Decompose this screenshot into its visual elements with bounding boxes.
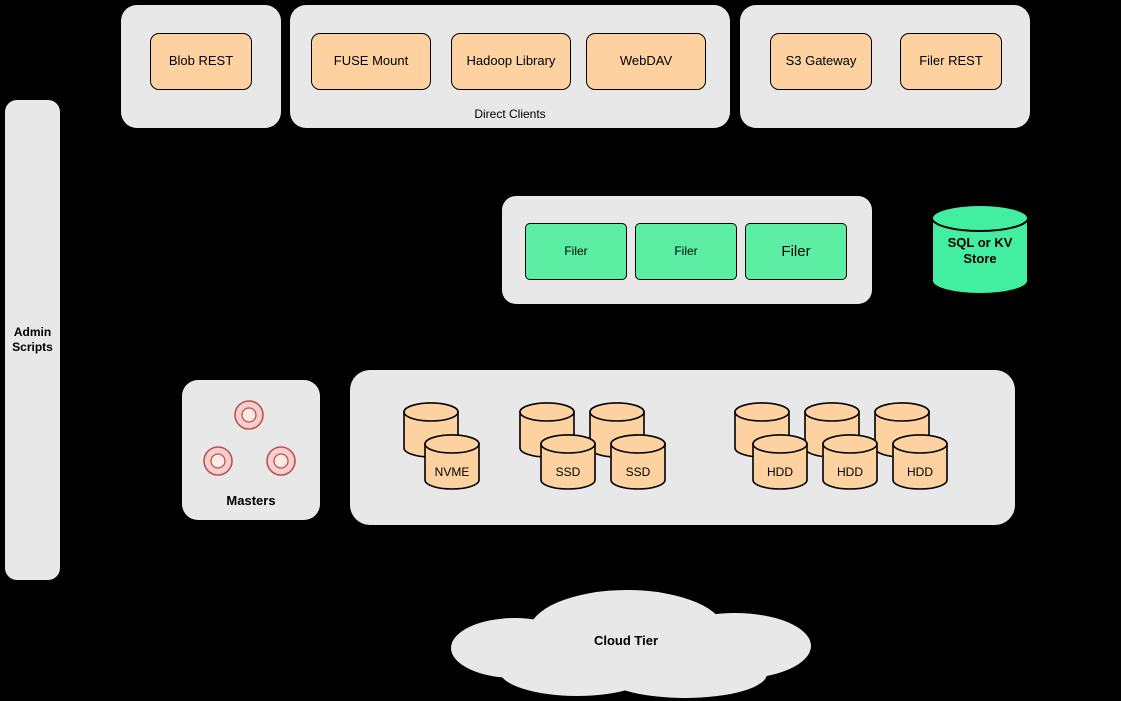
hdd-disk-1-label: HDD: [767, 465, 793, 479]
ssd-disk-2-label: SSD: [626, 465, 651, 479]
metadata-store: SQL or KV Store: [930, 203, 1030, 296]
node-filer-2: Filer: [635, 223, 737, 280]
blob-client-group: Blob REST: [121, 5, 281, 128]
ssd-disk-1-label: SSD: [556, 465, 581, 479]
direct-clients-caption: Direct Clients: [474, 107, 546, 121]
master-nodes-icon: [203, 400, 296, 476]
hdd-disk-3-label: HDD: [907, 465, 933, 479]
hdd-disk-2-icon: HDD: [822, 434, 878, 490]
filer-2-label: Filer: [674, 243, 698, 258]
masters-group: Masters: [182, 380, 320, 520]
direct-clients-group: FUSE Mount Hadoop Library WebDAV Direct …: [290, 5, 730, 128]
node-fuse-mount: FUSE Mount: [311, 33, 431, 90]
cloud-tier: Cloud Tier: [437, 588, 815, 700]
filer-1-label: Filer: [564, 243, 588, 258]
master-node-left-core: [210, 453, 226, 469]
cylinder-top: [403, 402, 459, 422]
cylinder-top: [540, 434, 596, 454]
node-filer-rest: Filer REST: [900, 33, 1002, 90]
admin-scripts-panel: Admin Scripts: [5, 100, 60, 580]
blob-rest-label: Blob REST: [168, 53, 234, 69]
cylinder-top: [734, 402, 790, 422]
node-webdav: WebDAV: [586, 33, 706, 90]
cylinder-top: [519, 402, 575, 422]
cylinder-top: [874, 402, 930, 422]
cloud-icon: [451, 590, 811, 698]
master-node-right-core: [273, 453, 289, 469]
node-blob-rest: Blob REST: [150, 33, 252, 90]
master-node-top-core: [241, 407, 257, 423]
gateway-group: S3 Gateway Filer REST: [740, 5, 1030, 128]
cylinder-top: [589, 402, 645, 422]
filer-group: Filer Filer Filer: [502, 196, 872, 304]
ssd-disk-2-icon: SSD: [610, 434, 666, 490]
hdd-disk-3-icon: HDD: [892, 434, 948, 490]
node-filer-1: Filer: [525, 223, 627, 280]
database-cylinder-icon: [931, 204, 1029, 295]
filer-rest-label: Filer REST: [919, 53, 983, 69]
s3-gateway-label: S3 Gateway: [785, 53, 857, 69]
nvme-disk-icon: NVME: [424, 434, 480, 490]
cylinder-top: [892, 434, 948, 454]
hdd-disk-2-label: HDD: [837, 465, 863, 479]
cylinder-top: [424, 434, 480, 454]
webdav-label: WebDAV: [619, 53, 673, 69]
fuse-mount-label: FUSE Mount: [333, 53, 409, 69]
admin-scripts-label: Admin Scripts: [12, 325, 53, 354]
volume-servers-group: NVME SSD SSD HDD HDD HDD: [350, 370, 1015, 525]
cloud-bump-bottom-right: [603, 650, 767, 698]
cloud-tier-label: Cloud Tier: [593, 633, 659, 648]
node-filer-3: Filer: [745, 223, 847, 280]
filer-3-label: Filer: [781, 242, 811, 260]
cylinder-top: [822, 434, 878, 454]
cylinder-top: [804, 402, 860, 422]
cylinder-top: [931, 204, 1029, 232]
hdd-disk-1-icon: HDD: [752, 434, 808, 490]
cylinder-top: [752, 434, 808, 454]
hadoop-library-label: Hadoop Library: [466, 53, 556, 69]
node-hadoop-library: Hadoop Library: [451, 33, 571, 90]
cylinder-top: [610, 434, 666, 454]
nvme-disk-label: NVME: [435, 465, 470, 479]
metadata-store-label: SQL or KV Store: [947, 235, 1013, 266]
node-s3-gateway: S3 Gateway: [770, 33, 872, 90]
masters-caption: Masters: [226, 493, 276, 508]
ssd-disk-1-icon: SSD: [540, 434, 596, 490]
